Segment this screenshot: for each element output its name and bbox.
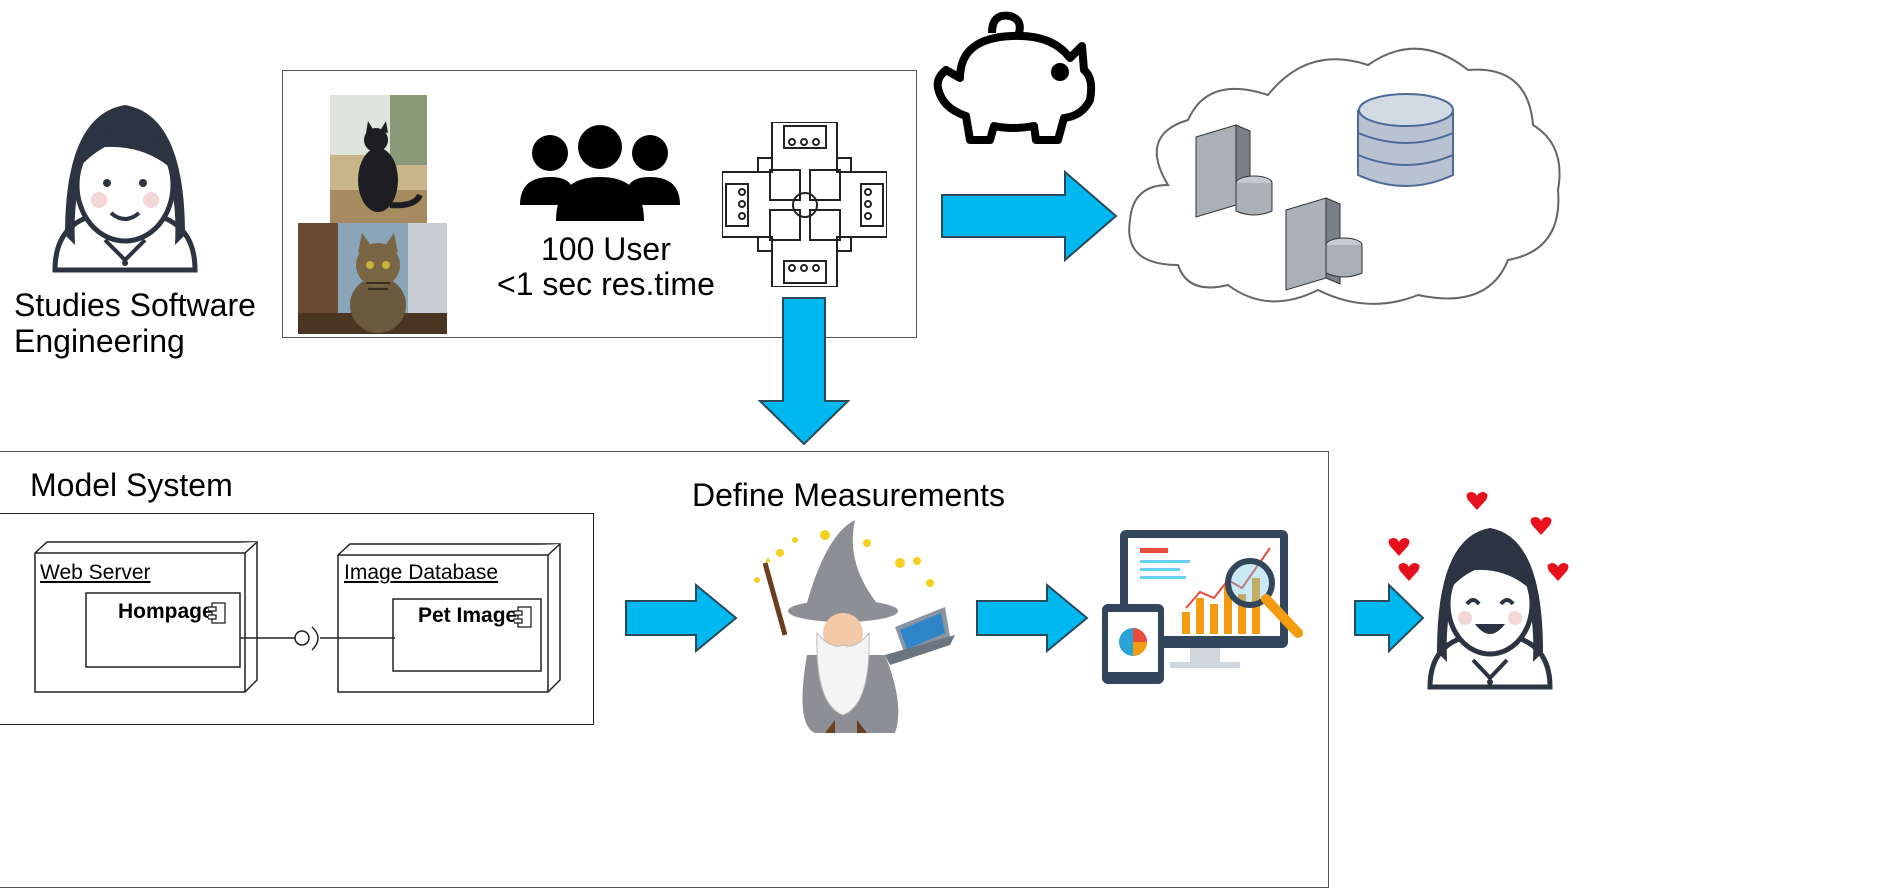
student-caption-line2: Engineering <box>14 323 185 359</box>
uml-node-web-server <box>34 541 264 693</box>
component-icon <box>208 602 226 624</box>
cat-photo-tabby <box>298 223 447 334</box>
uml-node-image-database <box>337 543 562 693</box>
requirement-response-time: <1 sec res.time <box>497 266 715 302</box>
uml-node2-component: Pet Images <box>418 604 529 627</box>
heart-icon <box>1547 562 1569 582</box>
component-icon <box>514 606 532 628</box>
define-measurements-label: Define Measurements <box>692 477 1006 513</box>
student-person-icon <box>35 85 215 275</box>
requirement-users: 100 User <box>541 231 671 267</box>
heart-icon <box>1466 491 1488 511</box>
arrow-to-dashboard <box>975 583 1091 653</box>
cloud-icon <box>1118 25 1568 315</box>
heart-icon <box>1388 537 1410 557</box>
arrow-to-happy-person <box>1353 583 1425 653</box>
uml-node2-title: Image Database <box>344 561 499 584</box>
uml-interface-connector <box>240 624 395 654</box>
users-icon <box>520 125 680 225</box>
dashboard-icon <box>1100 528 1325 688</box>
server-icon <box>1195 124 1273 218</box>
architecture-icon <box>722 122 887 287</box>
student-caption-line1: Studies Software <box>14 287 256 323</box>
arrow-to-wizard <box>624 583 740 653</box>
arrow-down <box>758 296 850 446</box>
piggy-bank-icon <box>932 8 1097 148</box>
uml-node1-title: Web Server <box>40 561 151 584</box>
wizard-icon <box>745 515 955 735</box>
server-icon <box>1285 197 1363 291</box>
cat-photo-black <box>330 95 427 223</box>
database-icon <box>1357 93 1454 187</box>
heart-icon <box>1530 516 1552 536</box>
model-system-label: Model System <box>30 467 233 503</box>
heart-icon <box>1398 562 1420 582</box>
arrow-to-cloud <box>940 170 1120 262</box>
happy-person-icon <box>1415 512 1565 690</box>
uml-node1-component: Hompage <box>118 600 214 623</box>
